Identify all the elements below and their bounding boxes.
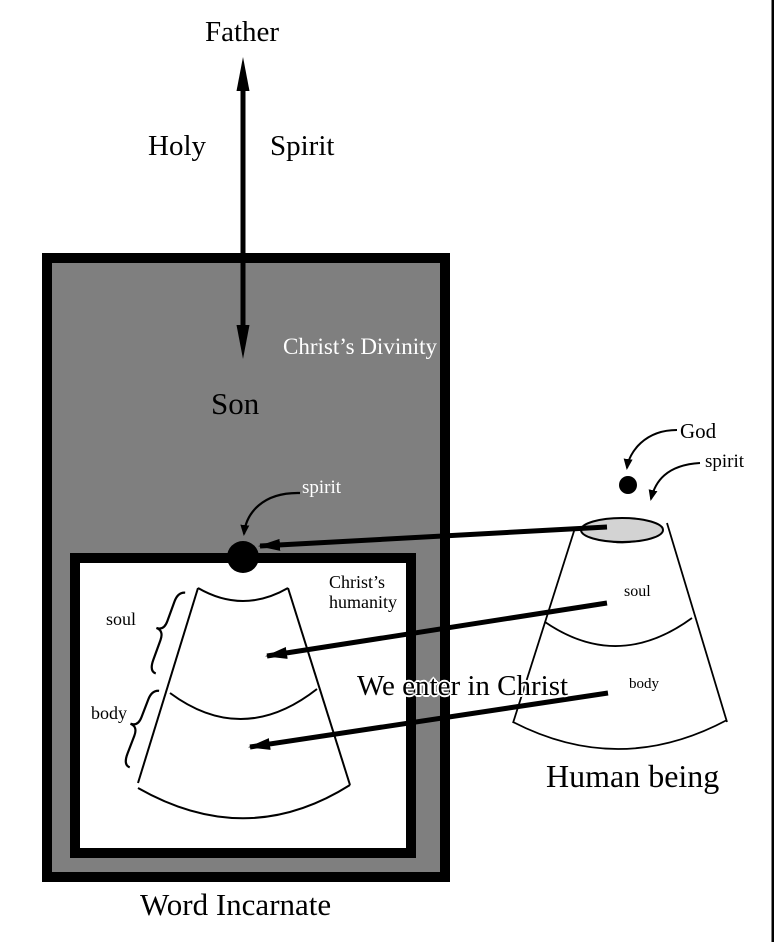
- soul-right-label: soul: [624, 583, 651, 600]
- spirit-right-label: spirit: [705, 451, 745, 472]
- christs-humanity-line1: Christ’s: [329, 572, 386, 592]
- spirit-left-label: spirit: [302, 477, 342, 498]
- son-label: Son: [211, 386, 260, 421]
- christs-humanity-line2: humanity: [329, 591, 397, 612]
- human-spirit-ellipse-icon: [580, 517, 664, 543]
- christs-humanity-label: Christ’s humanity: [329, 572, 397, 613]
- god-pointer-arrow: [623, 429, 678, 470]
- god-label: God: [680, 419, 717, 443]
- holy-label: Holy: [148, 130, 206, 162]
- body-left-label: body: [91, 703, 127, 723]
- word-incarnate-caption: Word Incarnate: [140, 887, 332, 922]
- soul-left-label: soul: [106, 609, 137, 629]
- spirit-top-label: Spirit: [270, 130, 335, 162]
- god-dot-icon: [619, 476, 637, 494]
- spirit-right-pointer-arrow: [648, 462, 701, 501]
- christs-divinity-label: Christ’s Divinity: [283, 334, 437, 359]
- human-being-caption: Human being: [546, 758, 720, 794]
- human-being-cone: [512, 522, 728, 750]
- we-enter-in-christ-label: We enter in Christ: [357, 670, 569, 702]
- father-label: Father: [205, 16, 280, 48]
- body-right-label: body: [629, 676, 659, 692]
